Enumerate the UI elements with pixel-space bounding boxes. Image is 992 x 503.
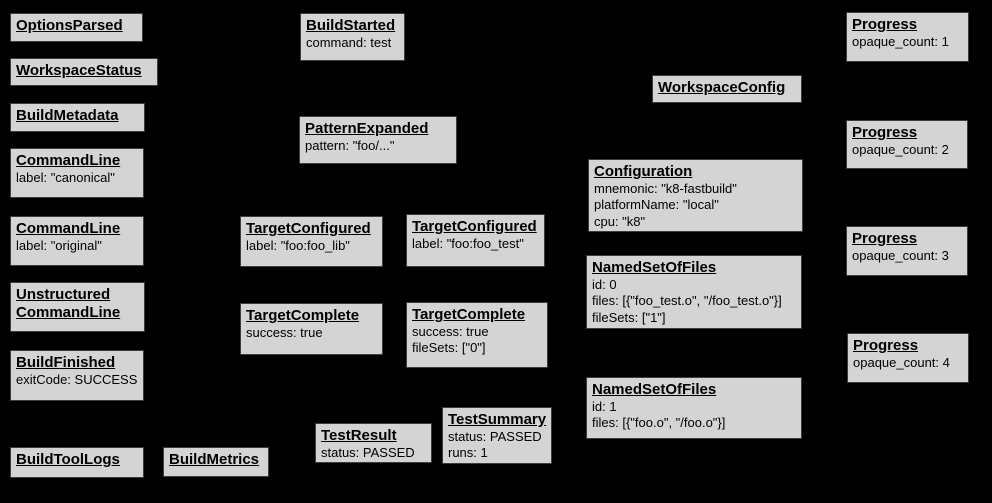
node-field: id: 1 bbox=[592, 399, 617, 414]
node-title: WorkspaceConfig bbox=[658, 79, 786, 96]
node-target-complete-foo-lib: TargetComplete success: true bbox=[240, 303, 383, 355]
node-field: runs: 1 bbox=[448, 445, 488, 461]
node-body: label: "foo:foo_test" bbox=[412, 236, 539, 252]
node-pattern-expanded: PatternExpanded pattern: "foo/..." bbox=[299, 116, 457, 164]
node-field: id: 0 bbox=[592, 277, 617, 292]
node-title: BuildMetrics bbox=[169, 451, 260, 468]
node-field: opaque_count: 2 bbox=[852, 142, 949, 157]
node-field: status: PASSED bbox=[448, 429, 542, 444]
node-field: label: "original" bbox=[16, 238, 102, 253]
node-field: files: [{"foo.o", "/foo.o"}] bbox=[592, 415, 726, 431]
node-title: CommandLine bbox=[16, 152, 121, 169]
node-workspace-status: WorkspaceStatus bbox=[10, 58, 158, 86]
node-field: status: PASSED bbox=[321, 445, 415, 460]
node-target-configured-foo-lib: TargetConfigured label: "foo:foo_lib" bbox=[240, 216, 383, 267]
node-body: mnemonic: "k8-fastbuild"platformName: "l… bbox=[594, 181, 797, 230]
node-command-line-canonical: CommandLine label: "canonical" bbox=[10, 148, 144, 198]
node-field: label: "foo:foo_test" bbox=[412, 236, 524, 251]
node-build-finished: BuildFinished exitCode: SUCCESS bbox=[10, 350, 144, 401]
node-field: files: [{"foo_test.o", "/foo_test.o"}] bbox=[592, 293, 782, 309]
node-body: label: "foo:foo_lib" bbox=[246, 238, 377, 254]
node-field: label: "foo:foo_lib" bbox=[246, 238, 350, 253]
node-body: status: PASSED bbox=[321, 445, 426, 461]
node-title: WorkspaceStatus bbox=[16, 62, 142, 79]
node-title: TargetConfigured bbox=[246, 220, 371, 237]
node-build-metrics: BuildMetrics bbox=[163, 447, 269, 477]
node-title: BuildStarted bbox=[306, 17, 396, 34]
node-title: Unstructured CommandLine bbox=[16, 286, 121, 321]
node-unstructured-command-line: Unstructured CommandLine bbox=[10, 282, 145, 332]
node-workspace-config: WorkspaceConfig bbox=[652, 75, 802, 103]
node-title: Progress bbox=[852, 16, 918, 33]
node-command-line-original: CommandLine label: "original" bbox=[10, 216, 144, 266]
node-title: OptionsParsed bbox=[16, 17, 123, 34]
node-field: platformName: "local" bbox=[594, 197, 719, 213]
node-field: success: true bbox=[412, 324, 489, 339]
node-field: mnemonic: "k8-fastbuild" bbox=[594, 181, 737, 196]
node-title: PatternExpanded bbox=[305, 120, 429, 137]
node-body: opaque_count: 1 bbox=[852, 34, 963, 50]
node-body: opaque_count: 3 bbox=[852, 248, 962, 264]
node-field: command: test bbox=[306, 35, 392, 50]
node-field: pattern: "foo/..." bbox=[305, 138, 395, 153]
node-title: BuildMetadata bbox=[16, 107, 119, 124]
node-progress-3: Progress opaque_count: 3 bbox=[846, 226, 968, 276]
node-body: success: true bbox=[246, 325, 377, 341]
node-field: cpu: "k8" bbox=[594, 213, 646, 229]
node-build-metadata: BuildMetadata bbox=[10, 103, 145, 132]
node-progress-1: Progress opaque_count: 1 bbox=[846, 12, 969, 62]
node-body: label: "canonical" bbox=[16, 170, 138, 186]
node-options-parsed: OptionsParsed bbox=[10, 13, 143, 42]
node-field: opaque_count: 4 bbox=[853, 355, 950, 370]
node-target-configured-foo-test: TargetConfigured label: "foo:foo_test" bbox=[406, 214, 545, 267]
node-build-tool-logs: BuildToolLogs bbox=[10, 447, 144, 478]
node-field: success: true bbox=[246, 325, 323, 340]
node-title: CommandLine bbox=[16, 220, 121, 237]
node-progress-4: Progress opaque_count: 4 bbox=[847, 333, 969, 383]
node-build-started: BuildStarted command: test bbox=[300, 13, 405, 61]
node-field: opaque_count: 1 bbox=[852, 34, 949, 49]
node-body: exitCode: SUCCESS bbox=[16, 372, 138, 388]
node-title: TestResult bbox=[321, 427, 397, 444]
node-title: TargetConfigured bbox=[412, 218, 537, 235]
node-title: NamedSetOfFiles bbox=[592, 381, 717, 398]
node-body: pattern: "foo/..." bbox=[305, 138, 451, 154]
node-title: Progress bbox=[852, 124, 918, 141]
node-test-result: TestResult status: PASSED bbox=[315, 423, 432, 463]
node-field: label: "canonical" bbox=[16, 170, 115, 185]
node-body: opaque_count: 4 bbox=[853, 355, 963, 371]
node-title: Progress bbox=[852, 230, 918, 247]
node-title: Progress bbox=[853, 337, 919, 354]
node-configuration: Configuration mnemonic: "k8-fastbuild"pl… bbox=[588, 159, 803, 232]
node-title: BuildFinished bbox=[16, 354, 116, 371]
node-title: TestSummary bbox=[448, 411, 547, 428]
node-title: NamedSetOfFiles bbox=[592, 259, 717, 276]
node-title: Configuration bbox=[594, 163, 693, 180]
node-progress-2: Progress opaque_count: 2 bbox=[846, 120, 968, 169]
node-title: TargetComplete bbox=[412, 306, 526, 323]
node-field: fileSets: ["1"] bbox=[592, 309, 666, 325]
node-field: exitCode: SUCCESS bbox=[16, 372, 138, 387]
node-title: BuildToolLogs bbox=[16, 451, 120, 468]
node-field: opaque_count: 3 bbox=[852, 248, 949, 263]
node-field: fileSets: ["0"] bbox=[412, 340, 486, 356]
node-title: TargetComplete bbox=[246, 307, 360, 324]
node-body: opaque_count: 2 bbox=[852, 142, 962, 158]
node-body: label: "original" bbox=[16, 238, 138, 254]
node-body: command: test bbox=[306, 35, 399, 51]
